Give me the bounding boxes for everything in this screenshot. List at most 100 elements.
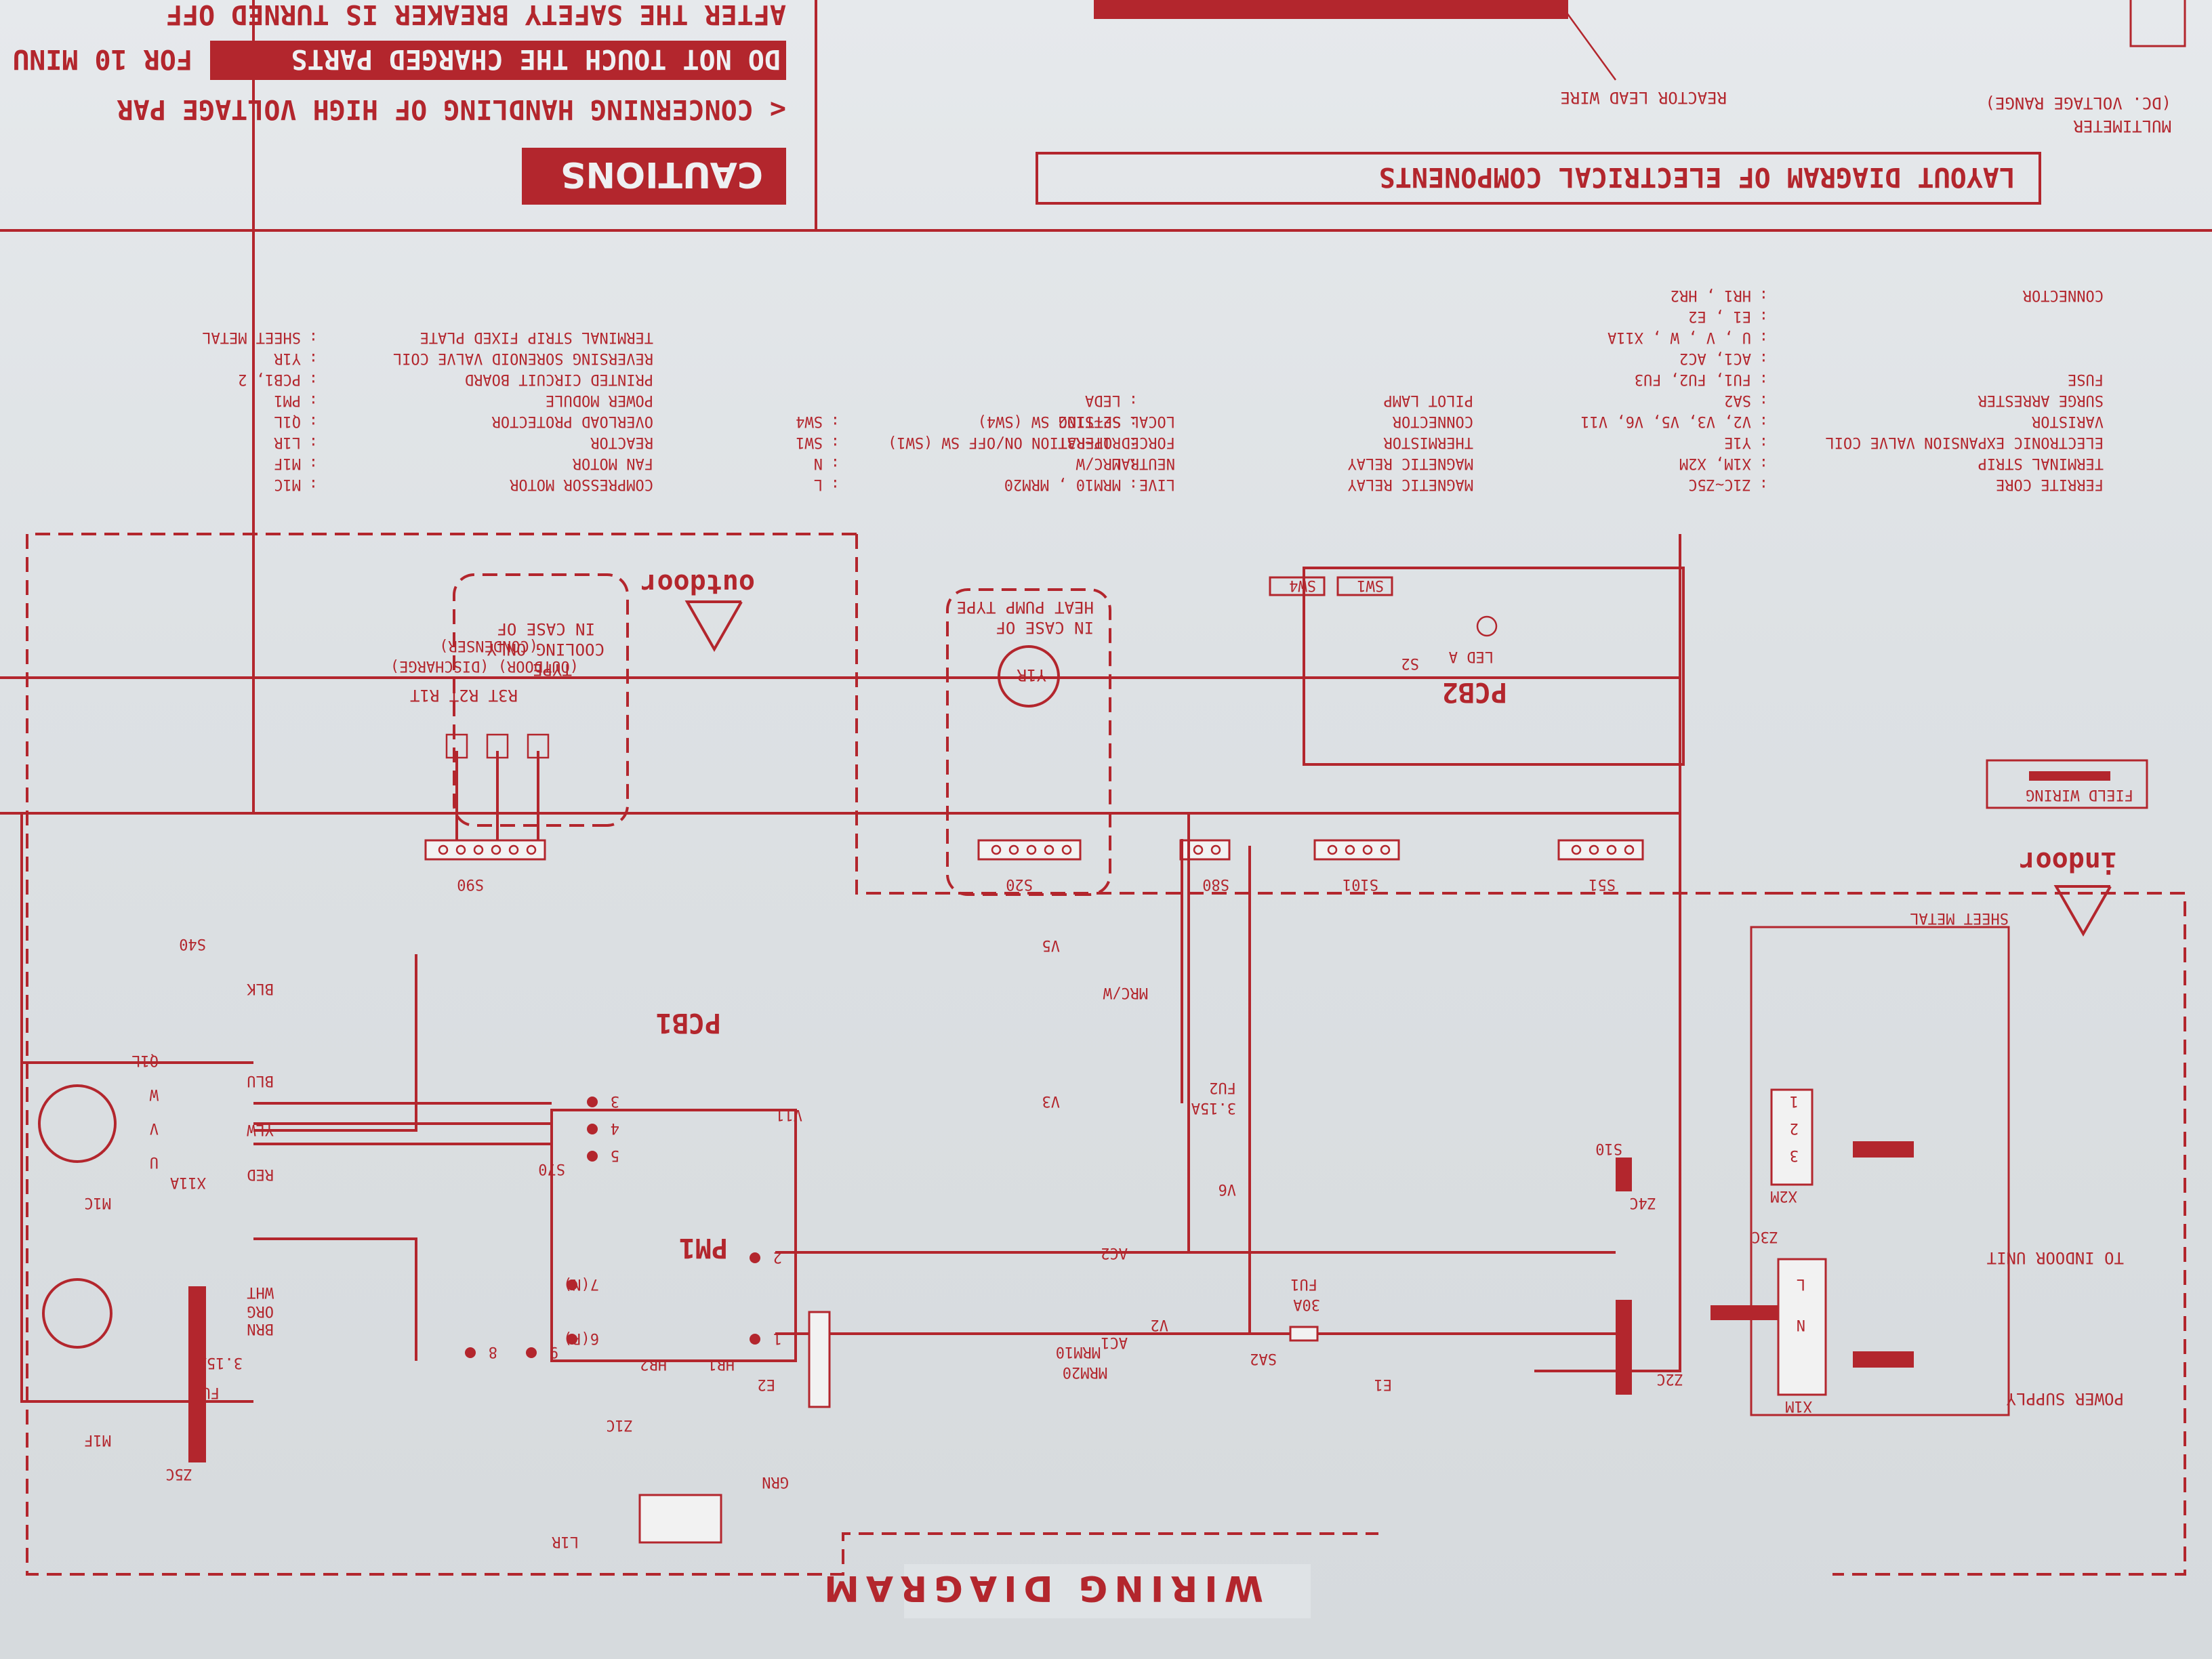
cooling-only-box — [453, 573, 629, 827]
legend-code: E1 , E2 — [1688, 308, 1751, 325]
legend-desc: MAGNETIC RELAY — [1348, 455, 1473, 472]
led-icon — [1476, 615, 1498, 637]
power-bus: Z1C E2 E1 SA2 V2 AC1 AC2 FU1 30A V6 V11 … — [38, 813, 1778, 1550]
legend-colon: : — [309, 329, 318, 346]
power-supply-cable — [1853, 1351, 1914, 1368]
legend-colon: : — [1759, 308, 1768, 325]
legend-desc: MAGNETIC RELAY — [1348, 476, 1473, 493]
cooling-only-line-1: IN CASE OF — [497, 619, 596, 638]
x11a-label: X11A — [170, 1174, 206, 1191]
x1m-term-n: N — [1797, 1316, 1805, 1333]
z4c-label: Z4C — [1629, 1194, 1656, 1211]
z5c-label: Z5C — [165, 1465, 192, 1482]
caution-line-2b: FOR 10 MINU — [13, 43, 192, 75]
pcb2-box — [1303, 567, 1685, 766]
cooling-only-line-2: COOLING ONLY — [487, 640, 605, 659]
s10-label: S10 — [1595, 1140, 1622, 1157]
uvw-w: W — [149, 1086, 159, 1103]
pm1-pin-dot — [587, 1151, 598, 1162]
legend-desc: COMPRESSOR MOTOR — [509, 476, 653, 493]
pcb1-region: PCB1 PM1 — [550, 1007, 797, 1362]
legend-colon: : — [1129, 413, 1138, 430]
legend-colon: : — [831, 413, 840, 430]
sw4-label: SW4 — [1289, 577, 1316, 594]
l1r-label: L1R — [552, 1533, 579, 1550]
option-boxes: IN CASE OF HEAT PUMP TYPE Y1R IN CASE OF… — [453, 573, 1111, 896]
s40-label: S40 — [179, 935, 206, 952]
mrm10-label: MRM10 — [1056, 1343, 1101, 1360]
v11-label: V11 — [775, 1106, 802, 1123]
uvw-v: V — [150, 1120, 159, 1136]
legend-desc: FORCED OPERATION ON/OFF SW (SW1) — [888, 434, 1175, 451]
z2c-label: Z2C — [1656, 1370, 1683, 1387]
connector-pin — [1606, 844, 1617, 855]
field-wiring-sample — [2029, 771, 2110, 781]
legend-code: V2, V3, V5, V6, V11 — [1580, 413, 1751, 430]
connector-pin — [1044, 844, 1054, 855]
tag-blk: BLK — [247, 980, 274, 997]
pm1-pin-label: 2 — [773, 1248, 782, 1265]
legend-code: X1M, X2M — [1679, 455, 1751, 472]
legend-code: L — [814, 476, 823, 493]
connector-label-s80: S80 — [1202, 876, 1229, 893]
pm1-pin-label: 1 — [773, 1330, 782, 1347]
legend-code: PCB1, 2 — [238, 371, 301, 388]
legend-colon: : — [309, 476, 318, 493]
thermistor-sub-1: (OUTDOOR) (DISCHARGE) — [390, 657, 579, 674]
connector-pin — [1327, 844, 1338, 855]
connector-s90 — [424, 839, 546, 861]
connector-pin — [1362, 844, 1373, 855]
enclosure-outlines — [0, 0, 2186, 1576]
thermistor-r2t — [486, 733, 509, 759]
sw4-box — [1269, 576, 1326, 596]
v2-label: V2 — [1151, 1316, 1169, 1333]
fu1-label: FU1 — [1290, 1275, 1317, 1292]
connector-pin — [1061, 844, 1072, 855]
pm1-pin-dot — [567, 1279, 577, 1290]
sheet-metal-label: SHEET METAL — [1910, 909, 2009, 926]
tag-org: ORG — [247, 1303, 274, 1319]
y1r-label: Y1R — [1017, 665, 1046, 684]
tag-blu: BLU — [247, 1072, 274, 1089]
hr2-label: HR2 — [640, 1355, 667, 1372]
pm1-label: PM1 — [679, 1232, 728, 1263]
fu1-symbol — [1289, 1326, 1319, 1342]
legend-code: M1C — [274, 476, 301, 493]
legend-colon: : — [1759, 287, 1768, 304]
x2m-term-1: 1 — [1790, 1092, 1799, 1109]
connector-s51 — [1557, 839, 1644, 861]
terminal-strips: X1M L N X2M 1 2 3 POWER SUPPLY TO INDOOR… — [1750, 909, 2124, 1416]
s2-label: S2 — [1401, 655, 1420, 672]
tag-red: RED — [247, 1166, 274, 1183]
pm1-pin-label: 4 — [611, 1120, 619, 1136]
legend-code: R1T~R3T — [1058, 434, 1121, 451]
fu2-value: 3.15A — [1191, 1099, 1236, 1116]
ac2-label: AC2 — [1101, 1244, 1128, 1261]
legend-code: Q1L — [274, 413, 301, 430]
field-wiring-label: FIELD WIRING — [2026, 786, 2133, 803]
legend-colon: : — [309, 455, 318, 472]
connector-pin — [508, 844, 519, 855]
connector-pin — [438, 844, 449, 855]
pm1-pin-dot — [567, 1334, 577, 1345]
wiring-diagram-title: WIRING DIAGRAM — [817, 1568, 1263, 1608]
legend-desc: VARISTOR — [2031, 413, 2104, 430]
sa2-label: SA2 — [1250, 1350, 1277, 1367]
reactor-graphic — [1094, 0, 1568, 19]
pm1-pin-dot — [750, 1252, 760, 1263]
pcb1-label: PCB1 — [656, 1007, 721, 1038]
connector-pin — [1624, 844, 1635, 855]
legend-desc: FAN MOTOR — [572, 455, 653, 472]
legend-code: PM1 — [274, 392, 301, 409]
pm1-pin-dot — [465, 1347, 476, 1358]
e2-label: E2 — [758, 1376, 776, 1393]
x2m-term-2: 2 — [1790, 1120, 1799, 1136]
x2m-label: X2M — [1770, 1187, 1797, 1204]
v5-label: V5 — [1042, 937, 1061, 954]
m1f-label: M1F — [84, 1431, 111, 1448]
legend-colon: : — [309, 434, 318, 451]
x2m-term-3: 3 — [1790, 1147, 1799, 1164]
multimeter-label: MULTIMETER — [2073, 117, 2171, 136]
